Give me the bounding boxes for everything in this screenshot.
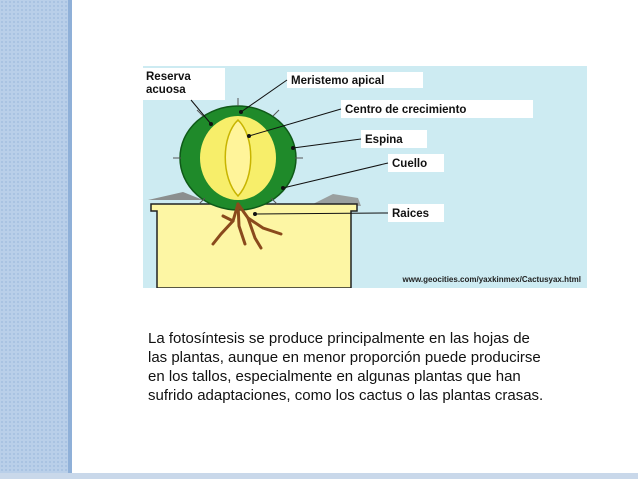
label-centro: Centro de crecimiento: [345, 104, 466, 116]
label-raices: Raices: [392, 208, 429, 220]
left-band-edge: [68, 0, 72, 479]
flower-pot: [150, 203, 358, 288]
label-box-centro: [341, 100, 533, 118]
label-box-meristemo: [287, 72, 423, 88]
rock-left: [148, 192, 203, 200]
cactus-core: [224, 118, 252, 198]
caption-line: en los tallos, especialmente en algunas …: [148, 368, 521, 385]
label-box-reserva: [143, 68, 225, 100]
label-box-cuello: [388, 154, 444, 172]
left-decorative-band: [0, 0, 68, 479]
label-box-espina: [361, 130, 427, 148]
caption-line: La fotosíntesis se produce principalment…: [148, 330, 530, 347]
rock-right: [313, 194, 361, 206]
source-url: www.geocities.com/yaxkinmex/Cactusyax.ht…: [402, 275, 581, 284]
label-cuello: Cuello: [392, 158, 427, 170]
caption-text: La fotosíntesis se produce principalment…: [148, 329, 588, 405]
label-box-raices: [388, 204, 444, 222]
caption-line: sufrido adaptaciones, como los cactus o …: [148, 387, 544, 404]
label-meristemo: Meristemo apical: [291, 75, 384, 87]
cactus-roots: [211, 202, 283, 250]
label-espina: Espina: [365, 134, 403, 146]
caption-line: las plantas, aunque en menor proporción …: [148, 349, 541, 366]
bottom-decorative-band: [0, 473, 638, 479]
